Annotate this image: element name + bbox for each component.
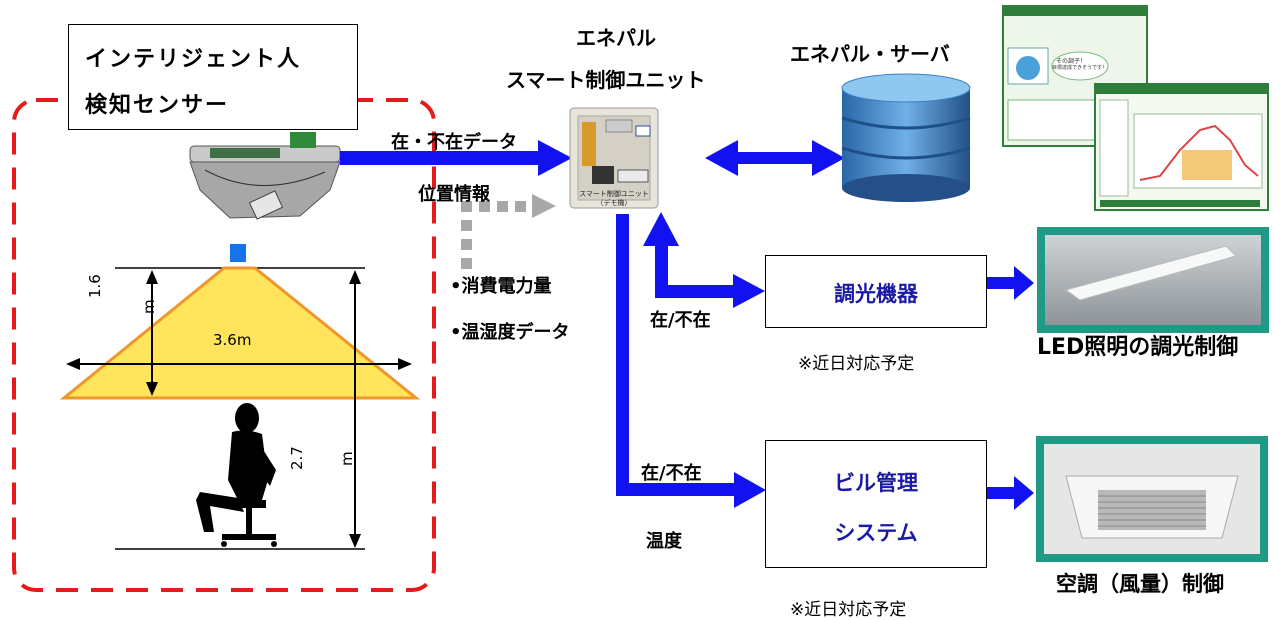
dashboard-bubble-line2: 目標達成できそうです！: [1052, 65, 1108, 71]
server-title: エネパル・サーバ: [790, 42, 950, 66]
led-control-label: LED照明の調光制御: [1037, 335, 1239, 360]
bms-flow-label-temp: 温度: [646, 531, 682, 552]
sensor-title-line2: 検知センサー: [85, 93, 230, 118]
bms-note: ※近日対応予定: [790, 600, 907, 620]
presence-data-label: 在・不在データ: [391, 132, 517, 153]
server-sync-arrow: [705, 140, 845, 176]
aircon-control-label: 空調（風量）制御: [1056, 572, 1224, 596]
temp-humidity-label: •温湿度データ: [450, 322, 570, 343]
svg-text:スマート制御ユニット: スマート制御ユニット: [579, 189, 649, 198]
height-1-label: 1.6: [86, 274, 104, 298]
bms-flow-label-presence: 在/不在: [641, 463, 702, 484]
led-panel-image: [1037, 227, 1269, 333]
width-label: 3.6m: [213, 331, 252, 349]
height-1-unit: m: [140, 299, 158, 314]
seated-person-silhouette: [196, 403, 277, 547]
dimming-flow-arrow: [643, 212, 765, 308]
dimming-device-box: 調光機器: [765, 255, 987, 328]
bms-label-line2: システム: [834, 521, 918, 545]
aircon-image: [1036, 436, 1268, 562]
control-unit-title2: スマート制御ユニット: [506, 68, 706, 92]
led-arrow: [986, 266, 1034, 300]
svg-text:（デモ機）: （デモ機）: [597, 198, 632, 207]
energy-dashboard-screenshots: [1002, 5, 1269, 211]
server-database-icon: [841, 73, 971, 202]
smart-control-unit-image: スマート制御ユニット （デモ機）: [569, 107, 659, 209]
sensor-title-box: インテリジェント人 検知センサー: [68, 24, 358, 130]
power-consumption-label: •消費電力量: [450, 276, 552, 297]
dimming-note: ※近日対応予定: [798, 354, 915, 374]
dimming-device-label: 調光機器: [834, 282, 918, 306]
bms-flow-arrow: [616, 214, 766, 508]
height-2-unit: m: [338, 451, 356, 466]
control-unit-title1: エネパル: [576, 26, 656, 50]
sensor-point-marker: [230, 244, 246, 262]
sensor-device-image: [189, 132, 341, 220]
dashboard-bubble-line1: その調子！: [1056, 58, 1087, 65]
position-info-arrow: [461, 194, 556, 269]
position-info-label: 位置情報: [418, 184, 490, 205]
bms-label-line1: ビル管理: [834, 471, 918, 495]
height-2-label: 2.7: [288, 446, 306, 470]
presence-data-arrow: [340, 140, 572, 176]
sensor-title-line1: インテリジェント人: [85, 47, 302, 72]
dimming-flow-label: 在/不在: [650, 310, 711, 331]
bms-box: ビル管理 システム: [765, 440, 987, 568]
aircon-arrow: [986, 476, 1034, 510]
